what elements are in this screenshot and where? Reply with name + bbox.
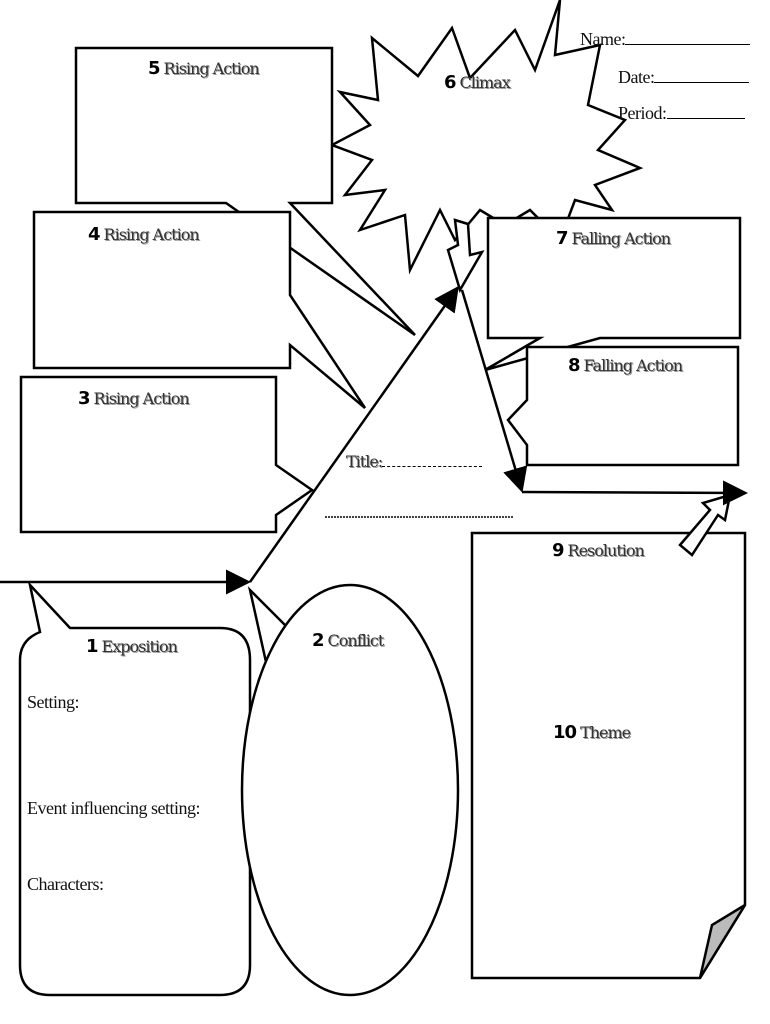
rising-line bbox=[248, 285, 459, 583]
falling-action-8-box bbox=[506, 345, 740, 467]
title-field[interactable]: Title: bbox=[346, 450, 483, 471]
rising-action-5-box bbox=[74, 46, 416, 337]
period-field[interactable]: Period: bbox=[618, 102, 745, 124]
period-label: Period: bbox=[618, 103, 667, 123]
name-label: Name: bbox=[580, 29, 626, 49]
characters-label: Characters: bbox=[27, 874, 104, 894]
exposition-box bbox=[18, 580, 252, 997]
setting-label: Setting: bbox=[27, 692, 80, 712]
climax-down-arrow bbox=[446, 218, 485, 294]
climax-starburst bbox=[328, 0, 644, 275]
rising-action-4-box bbox=[32, 210, 367, 409]
resolution-arrow bbox=[678, 493, 732, 557]
name-field[interactable]: Name: bbox=[580, 28, 751, 50]
title-label: Title: bbox=[346, 452, 383, 471]
rising-action-3-box bbox=[19, 375, 315, 534]
date-field[interactable]: Date: bbox=[618, 66, 750, 88]
event-influencing-setting-label: Event influencing setting: bbox=[27, 798, 200, 818]
falling-line bbox=[460, 289, 528, 493]
date-label: Date: bbox=[618, 67, 655, 87]
resolution-box bbox=[470, 531, 747, 980]
resolution-line bbox=[521, 480, 748, 506]
conflict-ellipse bbox=[240, 583, 460, 997]
